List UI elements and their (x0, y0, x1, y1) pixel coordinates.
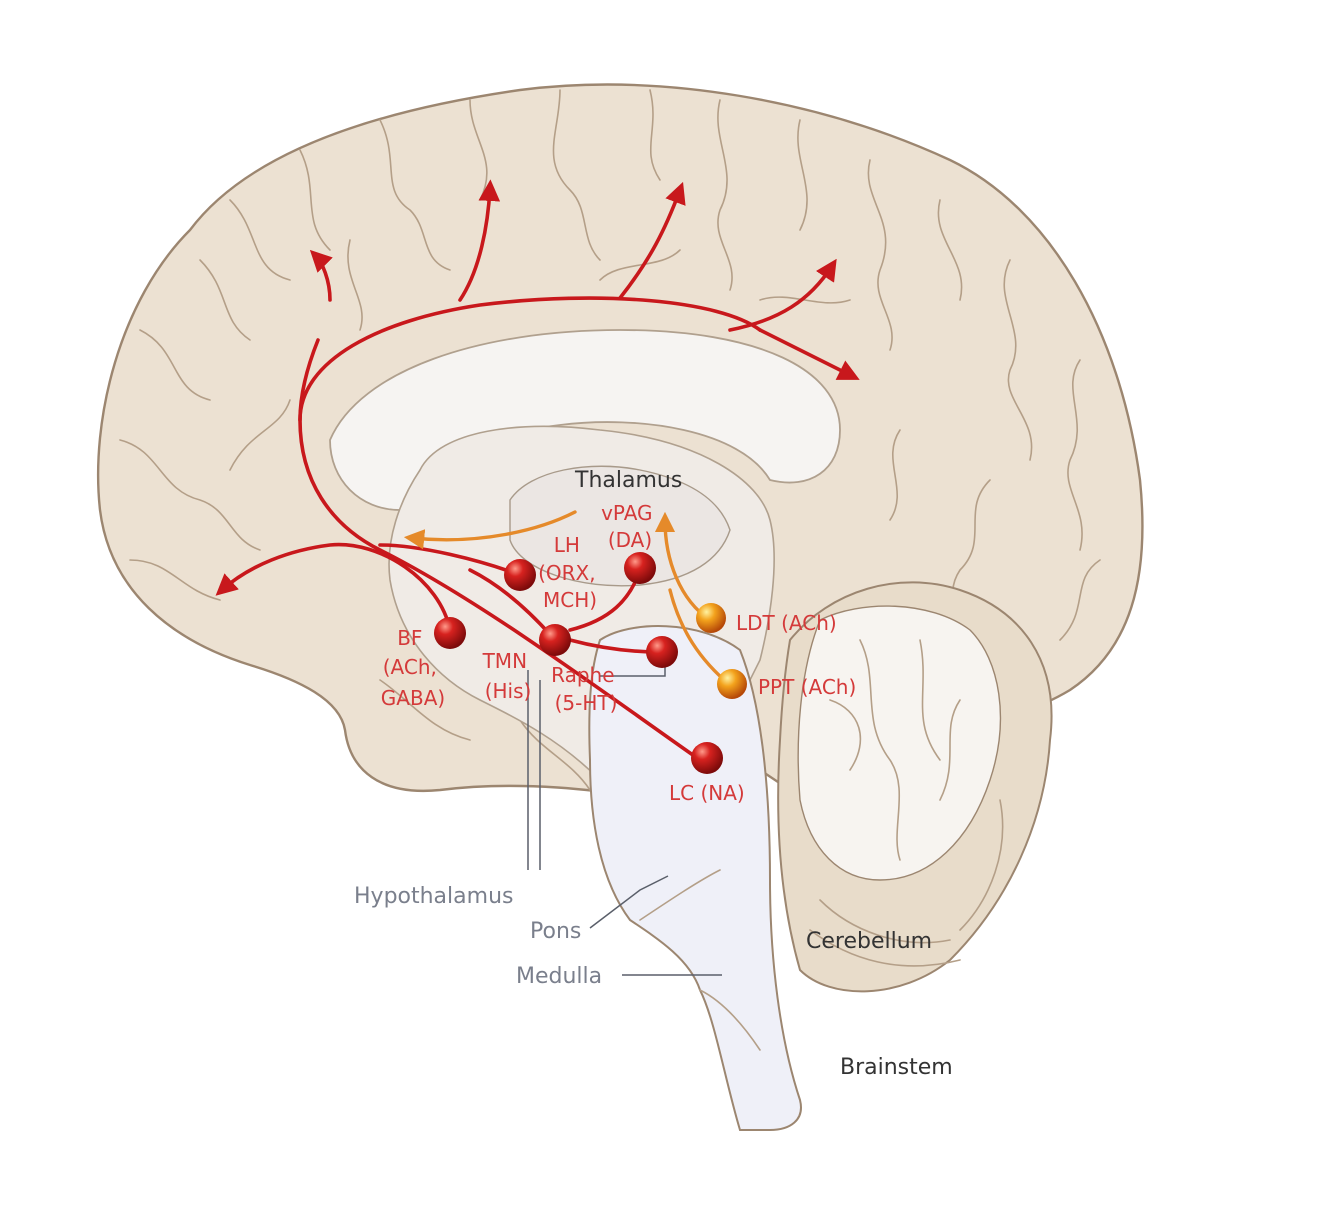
vpag-nucleus (624, 552, 656, 584)
pons-label: Pons (530, 919, 581, 944)
hypothalamus-label: Hypothalamus (354, 884, 513, 909)
cerebellum-label: Cerebellum (806, 929, 932, 954)
lc-nucleus (691, 742, 723, 774)
ldt-nucleus (696, 603, 726, 633)
raphe-nucleus (646, 636, 678, 668)
thalamus-label: Thalamus (574, 468, 682, 493)
ldt-label: LDT (ACh) (736, 611, 837, 635)
ppt-label: PPT (ACh) (758, 675, 856, 699)
tmn-nucleus (539, 624, 571, 656)
bf-nucleus (434, 617, 466, 649)
medulla-label: Medulla (516, 964, 602, 989)
lh-nucleus (504, 559, 536, 591)
brainstem-label: Brainstem (840, 1055, 953, 1080)
ppt-nucleus (717, 669, 747, 699)
lc-label: LC (NA) (669, 781, 745, 805)
